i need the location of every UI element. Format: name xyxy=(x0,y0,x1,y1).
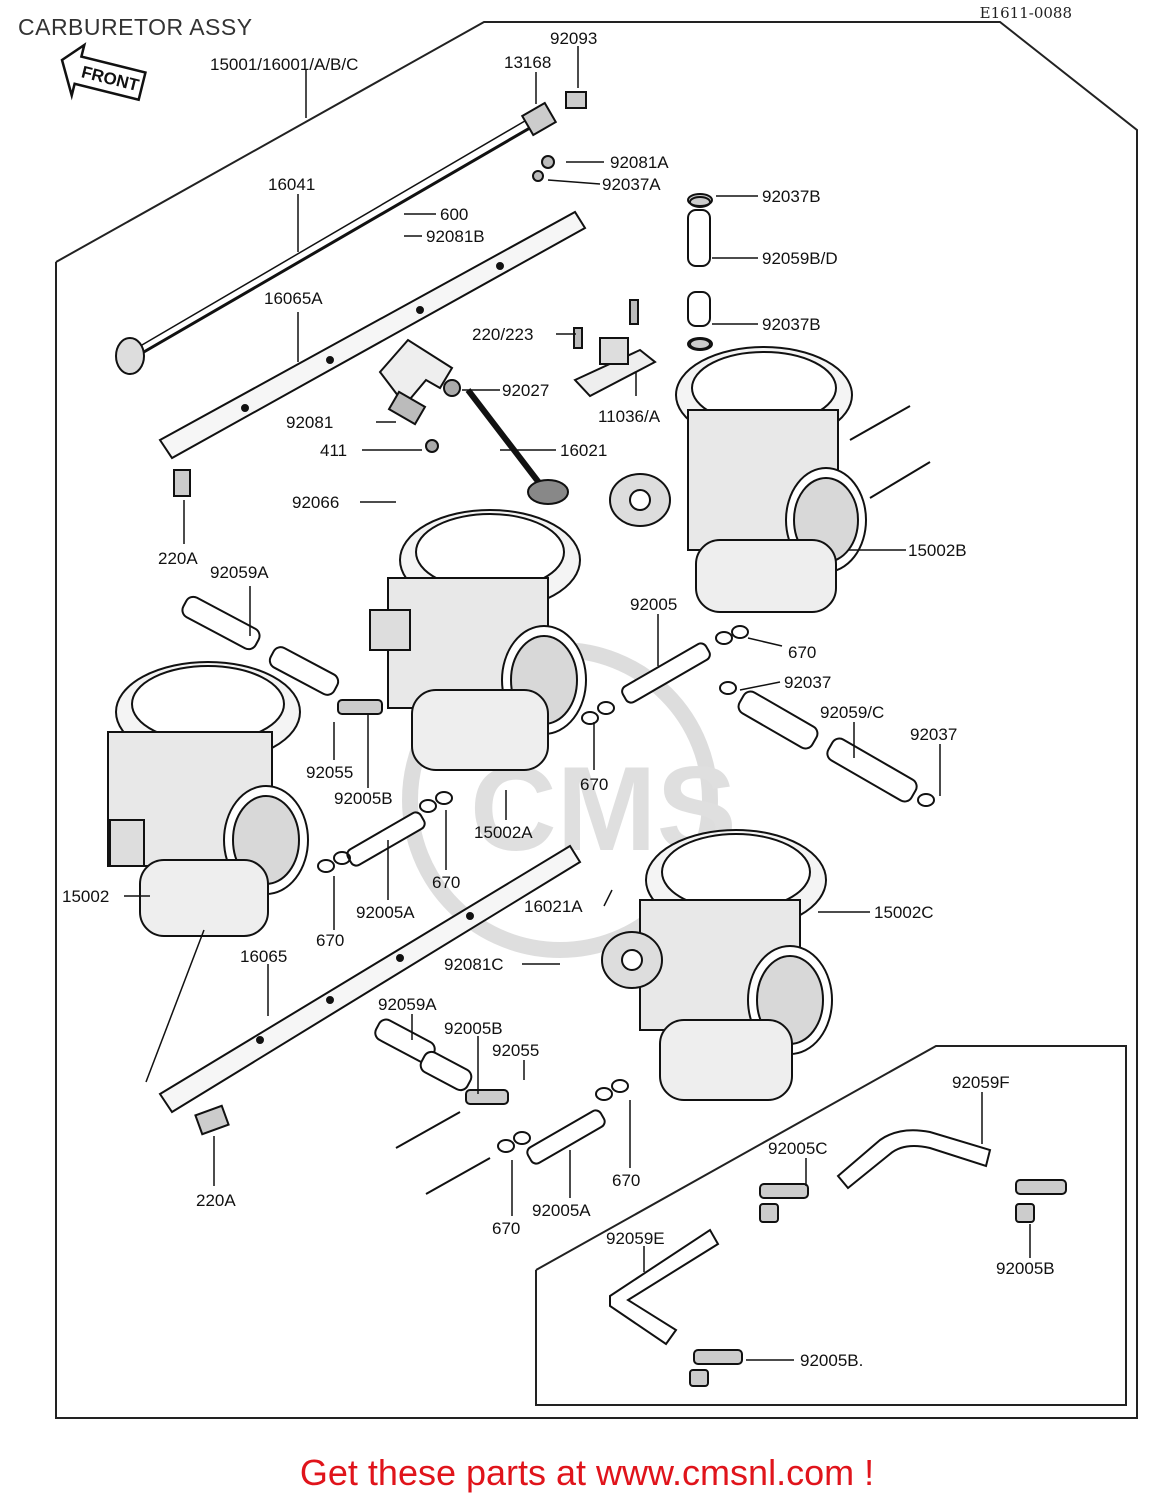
part-label: 92005B xyxy=(334,789,393,808)
part-label: 15002A xyxy=(474,823,533,842)
part-label: 92055 xyxy=(492,1041,539,1060)
part-label: 92005 xyxy=(630,595,677,614)
throttle-shaft xyxy=(115,91,587,375)
part-label: 92093 xyxy=(550,29,597,48)
inset-frame xyxy=(535,1045,1127,1406)
part-label: 16041 xyxy=(268,175,315,194)
carburetor-15002A xyxy=(369,509,587,771)
front-arrow-icon: FRONT xyxy=(60,42,147,102)
part-label: 411 xyxy=(320,441,347,460)
part-label: 92059A xyxy=(378,995,437,1014)
part-label: 92005B. xyxy=(800,1351,863,1370)
part-label: 670 xyxy=(432,873,460,892)
part-label: 92059A xyxy=(210,563,269,582)
part-label: 92059F xyxy=(952,1073,1010,1092)
diagram-title: CARBURETOR ASSY xyxy=(18,14,253,40)
part-label: 92005C xyxy=(768,1139,828,1158)
part-label: 220A xyxy=(158,549,198,568)
link-bar-lower xyxy=(158,844,582,1136)
part-label: 92066 xyxy=(292,493,339,512)
part-label: 15001/16001/A/B/C xyxy=(210,55,358,74)
part-label: 92027 xyxy=(502,381,549,400)
part-label: 92081A xyxy=(610,153,669,172)
o-rings xyxy=(317,196,935,1153)
part-label: 92005B xyxy=(996,1259,1055,1278)
choke-lever xyxy=(378,338,569,505)
part-label: 92005B xyxy=(444,1019,503,1038)
part-label: 670 xyxy=(788,643,816,662)
part-label: 15002C xyxy=(874,903,934,922)
carburetor-15002 xyxy=(107,661,309,937)
part-label: 92059E xyxy=(606,1229,665,1248)
fittings xyxy=(337,699,1067,1387)
carburetor-15002B xyxy=(609,346,867,613)
leader-lines xyxy=(124,46,1031,1361)
part-label: 92081C xyxy=(444,955,504,974)
part-label: 92037B xyxy=(762,187,821,206)
part-label: 16021A xyxy=(524,897,583,916)
part-label: 11036/A xyxy=(598,407,661,426)
vent-pipe-top xyxy=(687,193,713,351)
flow-arrows xyxy=(395,405,931,1195)
link-bar-upper xyxy=(158,210,587,497)
part-label: 16065 xyxy=(240,947,287,966)
part-label: 670 xyxy=(316,931,344,950)
part-label: 92037B xyxy=(762,315,821,334)
hoses xyxy=(181,595,992,1346)
part-label: 220A xyxy=(196,1191,236,1210)
diagram-frame xyxy=(55,21,1138,1419)
part-label: 92005A xyxy=(532,1201,591,1220)
part-label: 15002 xyxy=(62,887,109,906)
part-label: 16065A xyxy=(264,289,323,308)
carburetor-15002C xyxy=(601,829,833,1101)
bracket xyxy=(573,299,657,398)
part-label: 92037A xyxy=(602,175,661,194)
part-label: 92055 xyxy=(306,763,353,782)
part-label: 600 xyxy=(440,205,468,224)
part-label: 92081B xyxy=(426,227,485,246)
footer-link-text: Get these parts at www.cmsnl.com ! xyxy=(299,1452,875,1493)
part-label: 92037 xyxy=(910,725,957,744)
part-label: 15002B xyxy=(908,541,967,560)
part-label: 670 xyxy=(580,775,608,794)
part-label: 670 xyxy=(612,1171,640,1190)
parts-diagram: FRONT CMS xyxy=(55,21,1138,1419)
part-label: 220/223 xyxy=(472,325,533,344)
part-label: 92037 xyxy=(784,673,831,692)
part-label: 670 xyxy=(492,1219,520,1238)
part-labels: 92093 13168 15001/16001/A/B/C 92081A 920… xyxy=(62,29,1055,1370)
part-label: 92081 xyxy=(286,413,333,432)
part-label: 16021 xyxy=(560,441,607,460)
figure-code: E1611-0088 xyxy=(979,4,1072,22)
part-label: 92005A xyxy=(356,903,415,922)
part-label: 13168 xyxy=(504,53,551,72)
part-label: 92059B/D xyxy=(762,249,838,268)
part-label: 92059/C xyxy=(820,703,884,722)
